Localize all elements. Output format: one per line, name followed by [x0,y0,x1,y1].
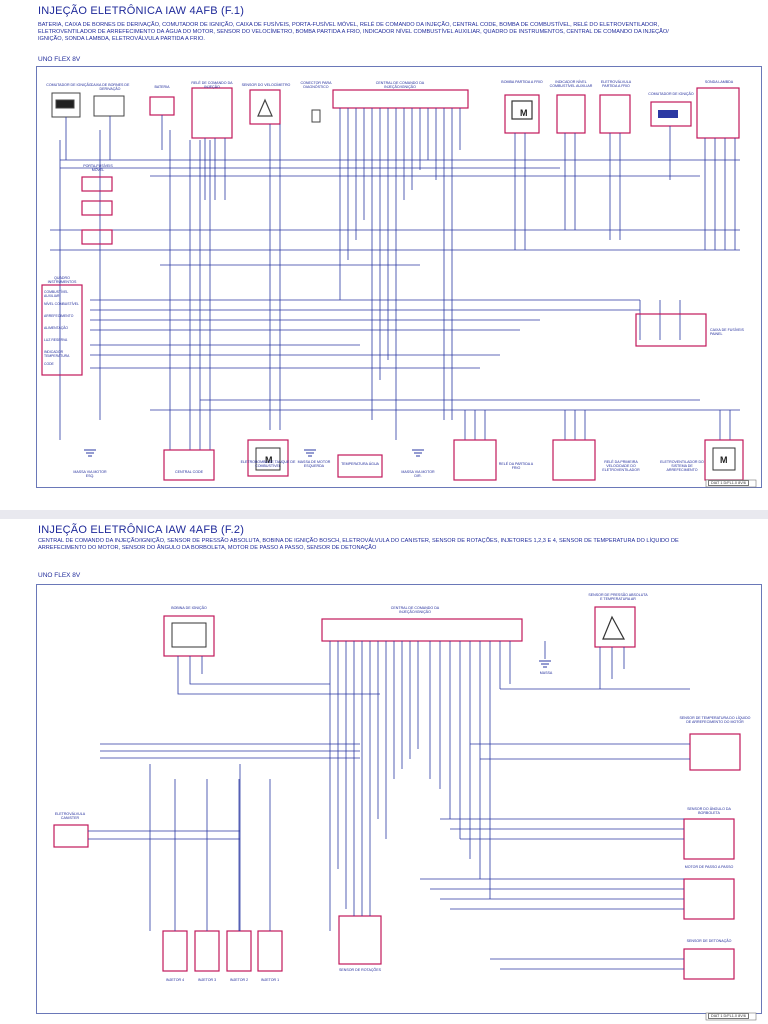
label-fan-relay: RELÉ DA PRIMEIRA VELOCIDADE DO ELETROVEN… [602,460,640,472]
stepper-motor [683,878,735,920]
label-ground-left: MASSA VIA MOTOR ESQ. [73,470,107,478]
label-battery: BATERIA [154,85,170,89]
label-lambda-sensor: SONDA LAMBDA [704,80,734,84]
mobile-fuse-holder [81,176,113,245]
label-engine-ground: MASSA DE MOTOR ESQUERDA [297,460,331,468]
label-cold-start-pump: BOMBA PARTIDA A FRIO [501,80,543,84]
panel-fuse-box [635,313,707,347]
label-canister-valve: ELETROVÁLVULA CANISTER [54,812,86,820]
label-speed-sensor: SENSOR DO VELOCÍMETRO [241,83,291,87]
label-injector-3: INJETOR 3 [197,978,217,982]
injectors [162,930,283,972]
label-ground-right: MASSA VIA MOTOR DIR. [401,470,435,478]
sheet-2-description: CENTRAL DE COMANDO DA INJEÇÃO/IGNIÇÃO, S… [38,538,679,552]
water-temperature [337,454,383,478]
canister-valve [53,824,89,848]
label-diag-connector: CONECTOR PARA DIAGNÓSTICO [300,81,332,89]
sheet-1-description: BATERIA, CAIXA DE BORNES DE DERIVAÇÃO, C… [38,22,669,43]
label-ignition-switch-2: COMUTADOR DE IGNIÇÃO [648,92,694,96]
instrument-item: CODE [44,362,54,366]
rotation-sensor [338,915,382,965]
label-derivation-box: CAIXA DE BORNES DE DERIVAÇÃO [90,83,130,91]
svg-text:M: M [520,108,528,118]
sheet-2-frame [36,584,762,1014]
instrument-item: INDICADOR TEMPERATURA [44,350,70,358]
ecu-connector-2 [321,618,523,642]
coolant-temp-sensor [689,733,741,771]
instrument-item: LUZ RESERVA [44,338,68,342]
label-water-temperature: TEMPERATURA ÁGUA [341,462,379,466]
sheet-2-title: INJEÇÃO ELETRÔNICA IAW 4AFB (F.2) [38,524,245,536]
label-injection-relay: RELÉ DE COMANDO DA INJEÇÃO [191,81,233,89]
sheet-1-frame [36,66,762,488]
instrument-panel [41,284,83,376]
label-map-sensor: SENSOR DE PRESSÃO ABSOLUTA E TEMPERATURA… [588,593,648,601]
sheet-1: INJEÇÃO ELETRÔNICA IAW 4AFB (F.1) BATERI… [0,0,768,510]
sheet-2-page-ref: DIAT 1 D/FL1.0 8V/6 [708,1013,749,1019]
sheet-1-title: INJEÇÃO ELETRÔNICA IAW 4AFB (F.1) [38,5,245,17]
cold-start-relay [453,439,497,481]
ignition-switch [51,92,81,118]
label-instrument-panel: QUADRO INSTRUMENTOS [47,276,77,284]
injection-relay [191,87,233,139]
label-cold-start-relay: RELÉ DA PARTIDA A FRIO [498,462,534,470]
instrument-item: COMBUSTÍVEL AUXILIAR [44,290,69,298]
label-panel-fuse-box: CAIXA DE FUSÍVEIS PAINEL [710,328,744,336]
ignition-switch-2 [650,101,692,127]
sheet-2: INJEÇÃO ELETRÔNICA IAW 4AFB (F.2) CENTRA… [0,519,768,1024]
cold-start-valve [599,94,631,134]
label-fuse-holder: PORTA-FUSÍVEIS MÓVEL [83,164,113,172]
svg-text:M: M [720,455,728,465]
lambda-sensor [696,87,740,139]
label-stepper-motor: MOTOR DE PASSO A PASSO [684,865,734,869]
cold-start-pump [504,94,540,134]
speed-sensor [249,89,281,125]
label-ignition-coil: BOBINA DE IGNIÇÃO [171,606,207,610]
instrument-item: NÍVEL COMBUSTÍVEL [44,302,79,306]
label-code-central: CENTRAL CODE [174,470,204,474]
diag-connector [311,109,321,123]
ecu-connector [332,89,469,109]
label-injector-1: INJETOR 1 [260,978,280,982]
knock-sensor [683,948,735,980]
fuel-pump [247,439,289,477]
code-central [163,449,215,481]
label-injector-2: INJETOR 2 [229,978,249,982]
label-cooling-fan: ELETROVENTILADOR DO SISTEMA DE ARREFECIM… [660,460,704,472]
throttle-sensor [683,818,735,860]
label-knock-sensor: SENSOR DE DETONAÇÃO [686,939,732,943]
label-coolant-temp: SENSOR DE TEMPERATURA DO LÍQUIDO DE ARRE… [679,716,751,724]
ignition-coil [163,615,215,657]
instrument-items: COMBUSTÍVEL AUXILIAR NÍVEL COMBUSTÍVEL A… [44,290,82,372]
aux-fuel-indicator [556,94,586,134]
label-throttle-sensor: SENSOR DO ÂNGULO DA BORBOLETA [687,807,731,815]
label-injector-4: INJETOR 4 [165,978,185,982]
label-ecu-2: CENTRAL DE COMANDO DA INJEÇÃO/IGNIÇÃO [390,606,440,614]
label-cold-start-valve: ELETROVÁLVULA PARTIDA A FRIO [600,80,632,88]
battery [149,96,175,116]
map-sensor [594,606,636,648]
label-ignition-switch: COMUTADOR DE IGNIÇÃO [46,83,92,87]
sheet-2-model: UNO FLEX 8V [38,572,81,579]
sheet-1-page-ref: DIAT 1 D/FL1.0 8V/6 [708,480,749,486]
label-ecu: CENTRAL DE COMANDO DA INJEÇÃO/IGNIÇÃO [375,81,425,89]
fan-relay [552,439,596,481]
sheet-divider [0,510,768,519]
label-rotation-sensor: SENSOR DE ROTAÇÕES [338,968,382,972]
instrument-item: ALIMENTAÇÃO [44,326,69,330]
sheet-1-model: UNO FLEX 8V [38,56,81,63]
svg-text:M: M [265,455,273,465]
label-ground: MASSA [539,671,553,675]
derivation-box [93,95,125,117]
sheet-1-wiring-diagram: M M M [41,87,757,488]
label-fuel-pump: ELETROBOMBA DE TANQUE DE COMBUSTÍVEL [240,460,296,468]
instrument-item: ARREFECIMENTO [44,314,74,318]
label-aux-fuel-indicator: INDICADOR NÍVEL COMBUSTÍVEL AUXILIAR [549,80,593,88]
sheet-2-wiring-diagram [53,606,757,1021]
